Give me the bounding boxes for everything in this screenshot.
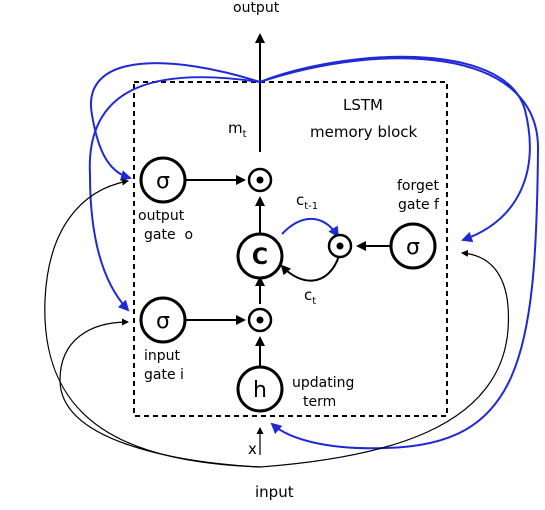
input-gate-sigma: σ — [156, 309, 170, 334]
input-gate-label-1: input — [144, 348, 181, 364]
update-term-label-2: term — [303, 394, 336, 410]
cell-label: C — [252, 245, 268, 270]
input-gate-label-2: gate i — [144, 367, 184, 383]
output-gate-label-1: output — [138, 208, 185, 224]
multiply-node-output — [247, 167, 273, 193]
cell-connections — [186, 175, 390, 366]
multiply-node-forget — [327, 233, 353, 259]
forget-gate-label-2: gate f — [398, 197, 440, 213]
input-connections — [44, 178, 510, 468]
update-term-node: h — [236, 365, 284, 413]
x-label: x — [248, 440, 257, 458]
mt-label: mt — [228, 119, 247, 140]
forget-gate-label-1: forget — [397, 178, 440, 194]
block-title-lstm: LSTM — [343, 96, 383, 114]
c-prev-label: ct-1 — [296, 191, 318, 212]
input-gate-node: σ — [139, 296, 187, 344]
output-gate-sigma: σ — [156, 169, 170, 194]
memory-block-border — [133, 81, 448, 417]
update-term-label-1: updating — [292, 375, 354, 391]
recurrent-connections — [88, 55, 540, 450]
forget-gate-sigma: σ — [406, 235, 420, 260]
multiply-node-input — [247, 307, 273, 333]
forget-gate-node: σ — [389, 222, 437, 270]
output-gate-node: σ — [139, 156, 187, 204]
block-title-memory: memory block — [310, 123, 418, 141]
input-label: input — [255, 483, 294, 501]
c-t-label: ct — [304, 286, 316, 307]
output-label: output — [233, 0, 280, 16]
cell-node: C — [236, 232, 284, 280]
output-gate-label-2: gate o — [144, 227, 193, 243]
update-term-h: h — [253, 378, 267, 403]
